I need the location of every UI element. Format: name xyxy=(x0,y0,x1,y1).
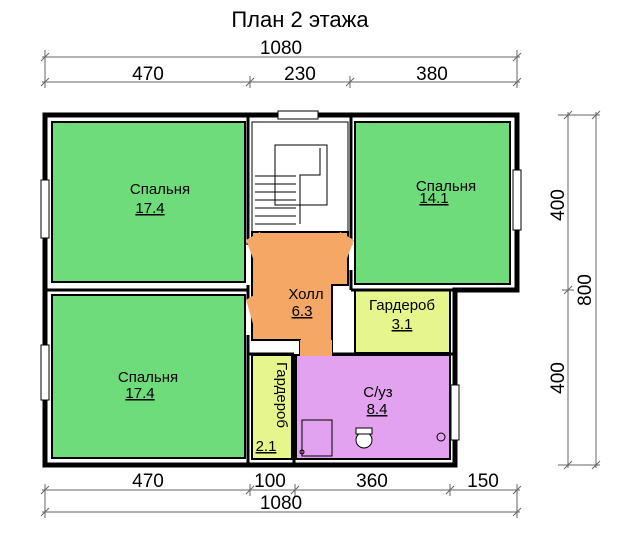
label-wardrobe-right: Гардероб xyxy=(369,297,435,314)
label-wardrobe-left: Гардероб xyxy=(273,362,290,428)
inner-walls xyxy=(45,115,517,465)
area-bedroom-top-right: 14.1 xyxy=(419,190,448,207)
area-hall: 6.3 xyxy=(292,303,313,320)
dim-right-total: 800 xyxy=(575,274,596,306)
area-wardrobe-left: 2.1 xyxy=(256,438,277,455)
dim-top-total: 1080 xyxy=(260,38,302,59)
area-bedroom-bottom-left: 17.4 xyxy=(125,385,154,402)
room-bathroom xyxy=(295,354,451,460)
dim-bottom-mid2: 360 xyxy=(356,471,388,492)
windows xyxy=(40,110,522,441)
bathroom-fixtures xyxy=(299,419,446,457)
label-bedroom-bottom-left: Спальня xyxy=(118,369,178,386)
label-bedroom-top-right: Спальня xyxy=(416,178,476,195)
dim-bottom-right: 150 xyxy=(467,471,499,492)
stairwell xyxy=(251,121,349,233)
dim-bottom-left: 470 xyxy=(132,471,164,492)
dim-right-upper: 400 xyxy=(548,189,569,221)
dim-top-left: 470 xyxy=(132,64,164,85)
room-wardrobe-right xyxy=(354,289,451,354)
plan-title: План 2 этажа xyxy=(231,7,369,32)
label-bathroom: С/уз xyxy=(363,384,393,401)
area-wardrobe-right: 3.1 xyxy=(392,316,413,333)
dim-top-mid: 230 xyxy=(284,64,316,85)
top-dimensions xyxy=(40,50,522,88)
right-dimensions xyxy=(558,110,601,470)
label-bedroom-top-left: Спальня xyxy=(130,181,190,198)
dim-top-right: 380 xyxy=(416,64,448,85)
room-bedroom-top-left xyxy=(51,121,246,283)
door-openings xyxy=(246,232,354,356)
room-bedroom-top-right xyxy=(354,121,511,285)
dim-bottom-total: 1080 xyxy=(260,493,302,514)
area-bathroom: 8.4 xyxy=(367,401,388,418)
room-bedroom-bottom-left xyxy=(51,294,246,459)
room-wardrobe-left xyxy=(251,354,293,460)
label-hall: Холл xyxy=(288,286,323,303)
dim-bottom-mid1: 100 xyxy=(254,471,286,492)
dim-right-lower: 400 xyxy=(548,362,569,394)
area-bedroom-top-left: 17.4 xyxy=(135,200,164,217)
bottom-dimensions xyxy=(40,484,522,518)
